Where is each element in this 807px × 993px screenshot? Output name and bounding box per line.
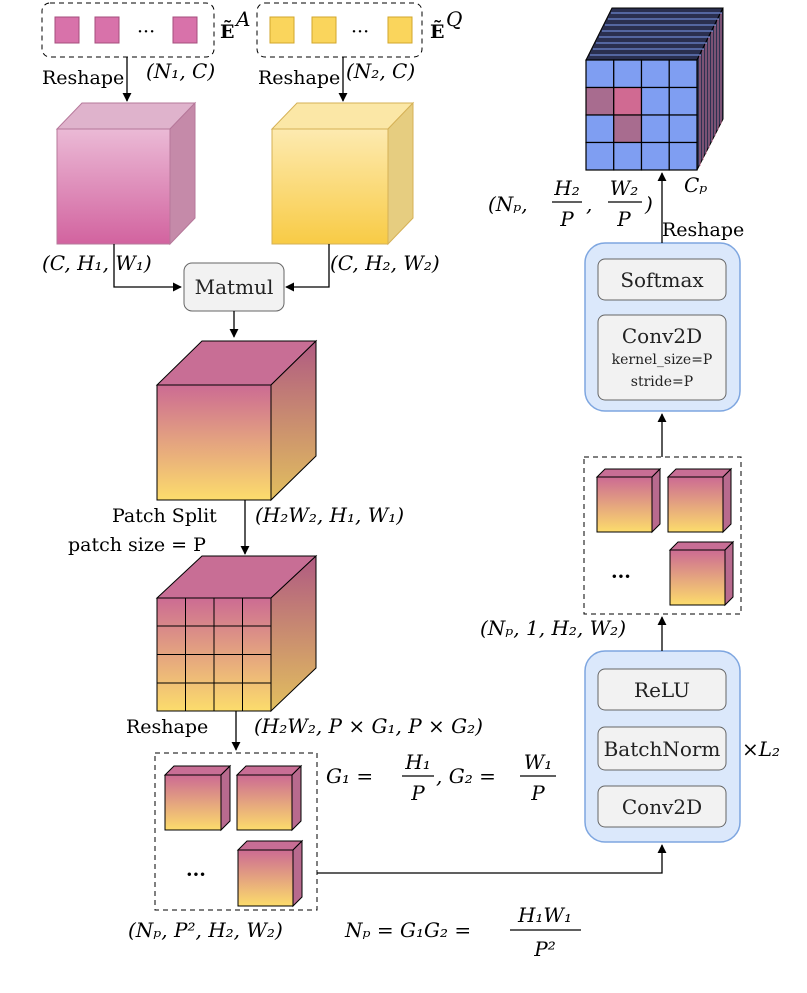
ea-token-group: ··· Ẽ A bbox=[41, 2, 250, 58]
output-grid-stack bbox=[585, 7, 724, 171]
batchnorm-box bbox=[597, 726, 727, 771]
shape-npp2: (Nₚ, P², H₂, W₂) bbox=[128, 918, 283, 942]
eq-token bbox=[387, 16, 413, 44]
g-mid: , G₂ = bbox=[436, 764, 496, 788]
np-eq-prefix: Nₚ = G₁G₂ = bbox=[344, 918, 471, 942]
small-cube bbox=[668, 540, 735, 607]
patch-stack-dashed-box bbox=[154, 752, 318, 911]
patch-stack-left: ··· bbox=[154, 752, 318, 911]
reshape-mid-label: Reshape bbox=[126, 716, 208, 738]
out-h2: H₂ bbox=[553, 176, 579, 200]
conv2d-label: Conv2D bbox=[622, 795, 702, 819]
cp-label: Cₚ bbox=[684, 173, 707, 197]
eq-symbol: Ẽ bbox=[430, 20, 444, 43]
softmax-label: Softmax bbox=[620, 268, 704, 292]
np-num: H₁W₁ bbox=[517, 903, 572, 927]
shape-reshape: (H₂W₂, P × G₁, P × G₂) bbox=[254, 714, 483, 738]
small-cube bbox=[236, 839, 304, 908]
stride-label: stride=P bbox=[631, 374, 693, 390]
head-block: Softmax Conv2D kernel_size=P stride=P bbox=[584, 242, 741, 412]
reshape-left-label: Reshape bbox=[42, 67, 124, 89]
eq-ellipsis: ··· bbox=[351, 21, 369, 43]
ea-dashed-box bbox=[41, 2, 215, 58]
g-p1: P bbox=[410, 781, 425, 805]
small-cube bbox=[163, 764, 232, 832]
eq-token bbox=[269, 16, 295, 44]
shape-n1c: (N₁, C) bbox=[146, 59, 215, 83]
ea-superscript: A bbox=[234, 7, 250, 31]
relu-box bbox=[597, 668, 727, 711]
conv-block: ReLU BatchNorm Conv2D bbox=[584, 650, 741, 843]
shape-h2w2h1w1: (H₂W₂, H₁, W₁) bbox=[255, 503, 404, 527]
repeat-l2: ×L₂ bbox=[742, 737, 780, 761]
out-p1: P bbox=[559, 207, 574, 231]
reshape-out-label: Reshape bbox=[662, 219, 744, 241]
conv2d-box bbox=[597, 785, 727, 828]
ea-ellipsis: ··· bbox=[137, 21, 155, 43]
out-w2: W₂ bbox=[610, 176, 639, 200]
arrow-yellow-to-matmul bbox=[285, 244, 330, 292]
stack-ellipsis: ··· bbox=[186, 864, 206, 886]
eq-dashed-box bbox=[256, 2, 423, 58]
head-conv2d-label: Conv2D bbox=[622, 324, 702, 348]
out-p2: P bbox=[616, 207, 631, 231]
head-conv2d-box bbox=[597, 314, 727, 401]
out-close: ) bbox=[644, 192, 653, 216]
shape-ch2w2: (C, H₂, W₂) bbox=[330, 251, 440, 275]
reshape-right-label: Reshape bbox=[258, 67, 340, 89]
stack-right-ellipsis: ··· bbox=[611, 566, 631, 588]
patch-split-label: Patch Split bbox=[112, 505, 217, 527]
small-cube bbox=[666, 467, 733, 534]
eq-token bbox=[311, 16, 337, 44]
eq-token-group: ··· Ẽ Q bbox=[256, 2, 462, 58]
small-cube bbox=[235, 764, 303, 832]
ea-token bbox=[172, 16, 198, 44]
arrow-stack-to-conv bbox=[317, 844, 667, 874]
matmul-op: Matmul bbox=[183, 262, 285, 312]
batchnorm-label: BatchNorm bbox=[604, 737, 721, 761]
out-shape-prefix: (Nₚ, bbox=[488, 192, 528, 216]
affinity-cube bbox=[155, 339, 318, 502]
yellow-feature-cube bbox=[270, 101, 415, 246]
ea-token bbox=[94, 16, 120, 44]
shape-n2c: (N₂, C) bbox=[346, 59, 415, 83]
g-p2: P bbox=[530, 781, 545, 805]
patch-size-label: patch size = P bbox=[68, 534, 206, 556]
small-cube bbox=[595, 467, 662, 534]
pink-feature-cube bbox=[55, 101, 197, 246]
ea-token bbox=[54, 16, 80, 44]
ea-symbol: Ẽ bbox=[220, 20, 234, 43]
arrow-pink-to-matmul bbox=[113, 244, 182, 292]
patch-stack-right: ··· bbox=[583, 456, 742, 615]
eq-superscript: Q bbox=[446, 7, 462, 31]
shape-ch1w1: (C, H₁, W₁) bbox=[42, 251, 152, 275]
relu-label: ReLU bbox=[634, 678, 690, 702]
shape-np1: (Nₚ, 1, H₂, W₂) bbox=[480, 616, 626, 640]
patch-stack-right-dashed-box bbox=[583, 456, 742, 615]
matmul-label: Matmul bbox=[195, 275, 274, 299]
out-comma: , bbox=[586, 192, 592, 216]
g-h1: H₁ bbox=[404, 750, 430, 774]
patched-cube bbox=[155, 554, 318, 713]
np-den: P² bbox=[533, 937, 555, 961]
g-eq-prefix: G₁ = bbox=[326, 764, 373, 788]
softmax-box bbox=[597, 258, 727, 301]
kernel-size-label: kernel_size=P bbox=[612, 352, 713, 368]
g-w1: W₁ bbox=[524, 750, 553, 774]
